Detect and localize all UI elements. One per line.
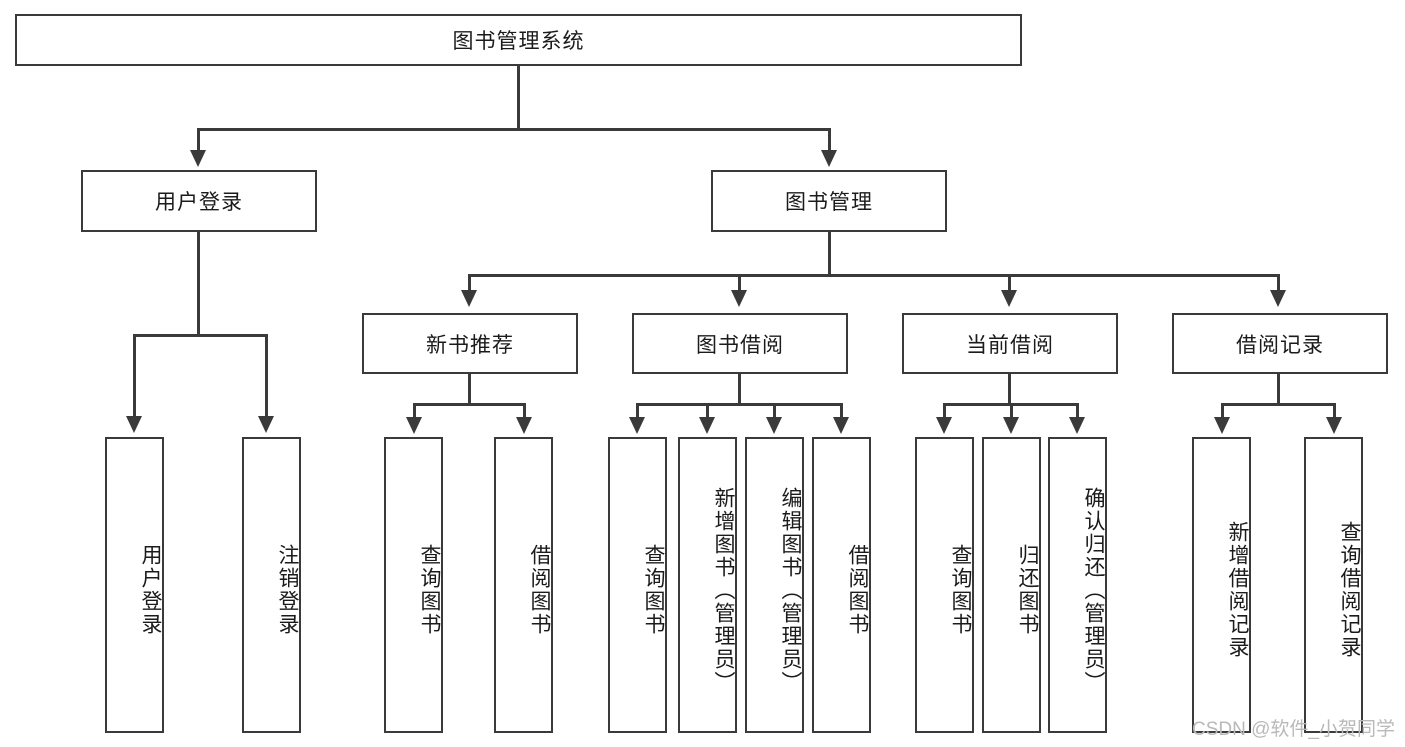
- arrow-br-to-leaf-2: [1326, 417, 1342, 434]
- arrow-root-to-book-management: [821, 150, 837, 167]
- edge-book-management-stem: [828, 232, 831, 277]
- leaf-borrow-record-add-record[interactable]: 新增借阅记录: [1192, 437, 1251, 733]
- node-label: 注销登录: [276, 544, 299, 636]
- node-label: 新增图书（管理员）: [712, 486, 735, 694]
- edge-cb-to-leaf-3: [1076, 403, 1079, 419]
- arrow-user-login-to-leaf-2: [258, 416, 274, 433]
- arrow-new-book-to-leaf-1: [406, 417, 422, 434]
- node-new-book-recommend[interactable]: 新书推荐: [362, 313, 578, 374]
- edge-new-book-bus: [413, 403, 526, 406]
- node-label: 查询图书: [642, 544, 665, 636]
- leaf-book-borrow-query-book[interactable]: 查询图书: [608, 437, 667, 733]
- node-borrow-record[interactable]: 借阅记录: [1172, 313, 1388, 374]
- arrow-bb-to-leaf-1: [629, 417, 645, 434]
- leaf-current-borrow-query-book[interactable]: 查询图书: [915, 437, 974, 733]
- node-label: 用户登录: [155, 191, 243, 214]
- node-user-login[interactable]: 用户登录: [81, 170, 317, 232]
- edge-bb-to-leaf-1: [636, 403, 639, 419]
- edge-current-borrow-stem: [1008, 374, 1011, 406]
- leaf-borrow-record-query-record[interactable]: 查询借阅记录: [1304, 437, 1363, 733]
- node-label: 图书借阅: [696, 333, 784, 357]
- node-current-borrow[interactable]: 当前借阅: [902, 313, 1118, 374]
- edge-cb-to-leaf-2: [1010, 403, 1013, 419]
- arrow-br-to-leaf-1: [1214, 417, 1230, 434]
- edge-bb-to-leaf-2: [706, 403, 709, 419]
- arrow-bb-to-leaf-4: [833, 417, 849, 434]
- edge-root-to-user-login: [197, 128, 200, 153]
- edge-book-borrow-stem: [738, 374, 741, 406]
- edge-new-book-to-leaf-2: [523, 403, 526, 419]
- arrow-bm-to-new-book: [461, 290, 477, 307]
- edge-book-management-bus: [468, 274, 1280, 277]
- arrow-root-to-user-login: [190, 150, 206, 167]
- edge-bm-to-current-borrow: [1008, 274, 1011, 292]
- edge-br-to-leaf-2: [1333, 403, 1336, 419]
- edge-borrow-record-stem: [1277, 374, 1280, 406]
- node-book-management[interactable]: 图书管理: [711, 170, 947, 232]
- csdn-watermark: CSDN @软件_小贺同学: [1192, 719, 1395, 740]
- leaf-current-borrow-return-book[interactable]: 归还图书: [982, 437, 1041, 733]
- node-label: 查询借阅记录: [1338, 521, 1361, 659]
- leaf-user-login-logout[interactable]: 注销登录: [242, 437, 301, 733]
- arrow-cb-to-leaf-1: [936, 417, 952, 434]
- leaf-new-book-query-book[interactable]: 查询图书: [384, 437, 443, 733]
- arrow-cb-to-leaf-2: [1003, 417, 1019, 434]
- node-label: 图书管理系统: [452, 30, 585, 53]
- edge-user-login-to-leaf-1: [133, 334, 136, 419]
- node-label: 编辑图书（管理员）: [779, 486, 802, 694]
- edge-user-login-bus: [133, 334, 268, 337]
- arrow-bm-to-book-borrow: [731, 290, 747, 307]
- node-label: 归还图书: [1016, 544, 1039, 636]
- arrow-user-login-to-leaf-1: [126, 416, 142, 433]
- edge-bm-to-borrow-record: [1277, 274, 1280, 292]
- node-label: 查询图书: [949, 544, 972, 636]
- node-label: 当前借阅: [966, 333, 1054, 357]
- edge-cb-to-leaf-1: [943, 403, 946, 419]
- edge-br-to-leaf-1: [1221, 403, 1224, 419]
- node-book-borrow[interactable]: 图书借阅: [632, 313, 848, 374]
- edge-new-book-to-leaf-1: [413, 403, 416, 419]
- edge-borrow-record-bus: [1221, 403, 1336, 406]
- edge-bm-to-book-borrow: [738, 274, 741, 292]
- node-label: 确认归还（管理员）: [1082, 486, 1105, 694]
- node-label: 借阅图书: [846, 544, 869, 636]
- arrow-bm-to-current-borrow: [1001, 290, 1017, 307]
- edge-bm-to-new-book: [468, 274, 471, 292]
- arrow-bb-to-leaf-2: [699, 417, 715, 434]
- edge-new-book-stem: [468, 374, 471, 406]
- node-label: 借阅记录: [1236, 333, 1324, 357]
- arrow-bm-to-borrow-record: [1270, 290, 1286, 307]
- edge-user-login-stem: [197, 232, 200, 337]
- arrow-new-book-to-leaf-2: [516, 417, 532, 434]
- arrow-bb-to-leaf-3: [766, 417, 782, 434]
- edge-root-bus: [197, 128, 831, 131]
- leaf-book-borrow-add-book-admin[interactable]: 新增图书（管理员）: [678, 437, 737, 733]
- edge-root-stem: [517, 66, 520, 130]
- leaf-current-borrow-confirm-return-admin[interactable]: 确认归还（管理员）: [1048, 437, 1107, 733]
- edge-user-login-to-leaf-2: [265, 334, 268, 419]
- node-label: 图书管理: [785, 191, 873, 214]
- leaf-new-book-borrow-book[interactable]: 借阅图书: [494, 437, 553, 733]
- node-label: 新书推荐: [426, 333, 514, 357]
- edge-bb-to-leaf-3: [773, 403, 776, 419]
- leaf-book-borrow-edit-book-admin[interactable]: 编辑图书（管理员）: [745, 437, 804, 733]
- edge-bb-to-leaf-4: [840, 403, 843, 419]
- node-label: 用户登录: [139, 544, 162, 636]
- arrow-cb-to-leaf-3: [1069, 417, 1085, 434]
- edge-root-to-book-management: [828, 128, 831, 153]
- leaf-book-borrow-borrow-book[interactable]: 借阅图书: [812, 437, 871, 733]
- node-label: 新增借阅记录: [1226, 521, 1249, 659]
- node-label: 查询图书: [418, 544, 441, 636]
- edge-book-borrow-bus: [636, 403, 842, 406]
- node-label: 借阅图书: [528, 544, 551, 636]
- leaf-user-login-login[interactable]: 用户登录: [105, 437, 164, 733]
- node-root-book-management-system[interactable]: 图书管理系统: [15, 14, 1022, 66]
